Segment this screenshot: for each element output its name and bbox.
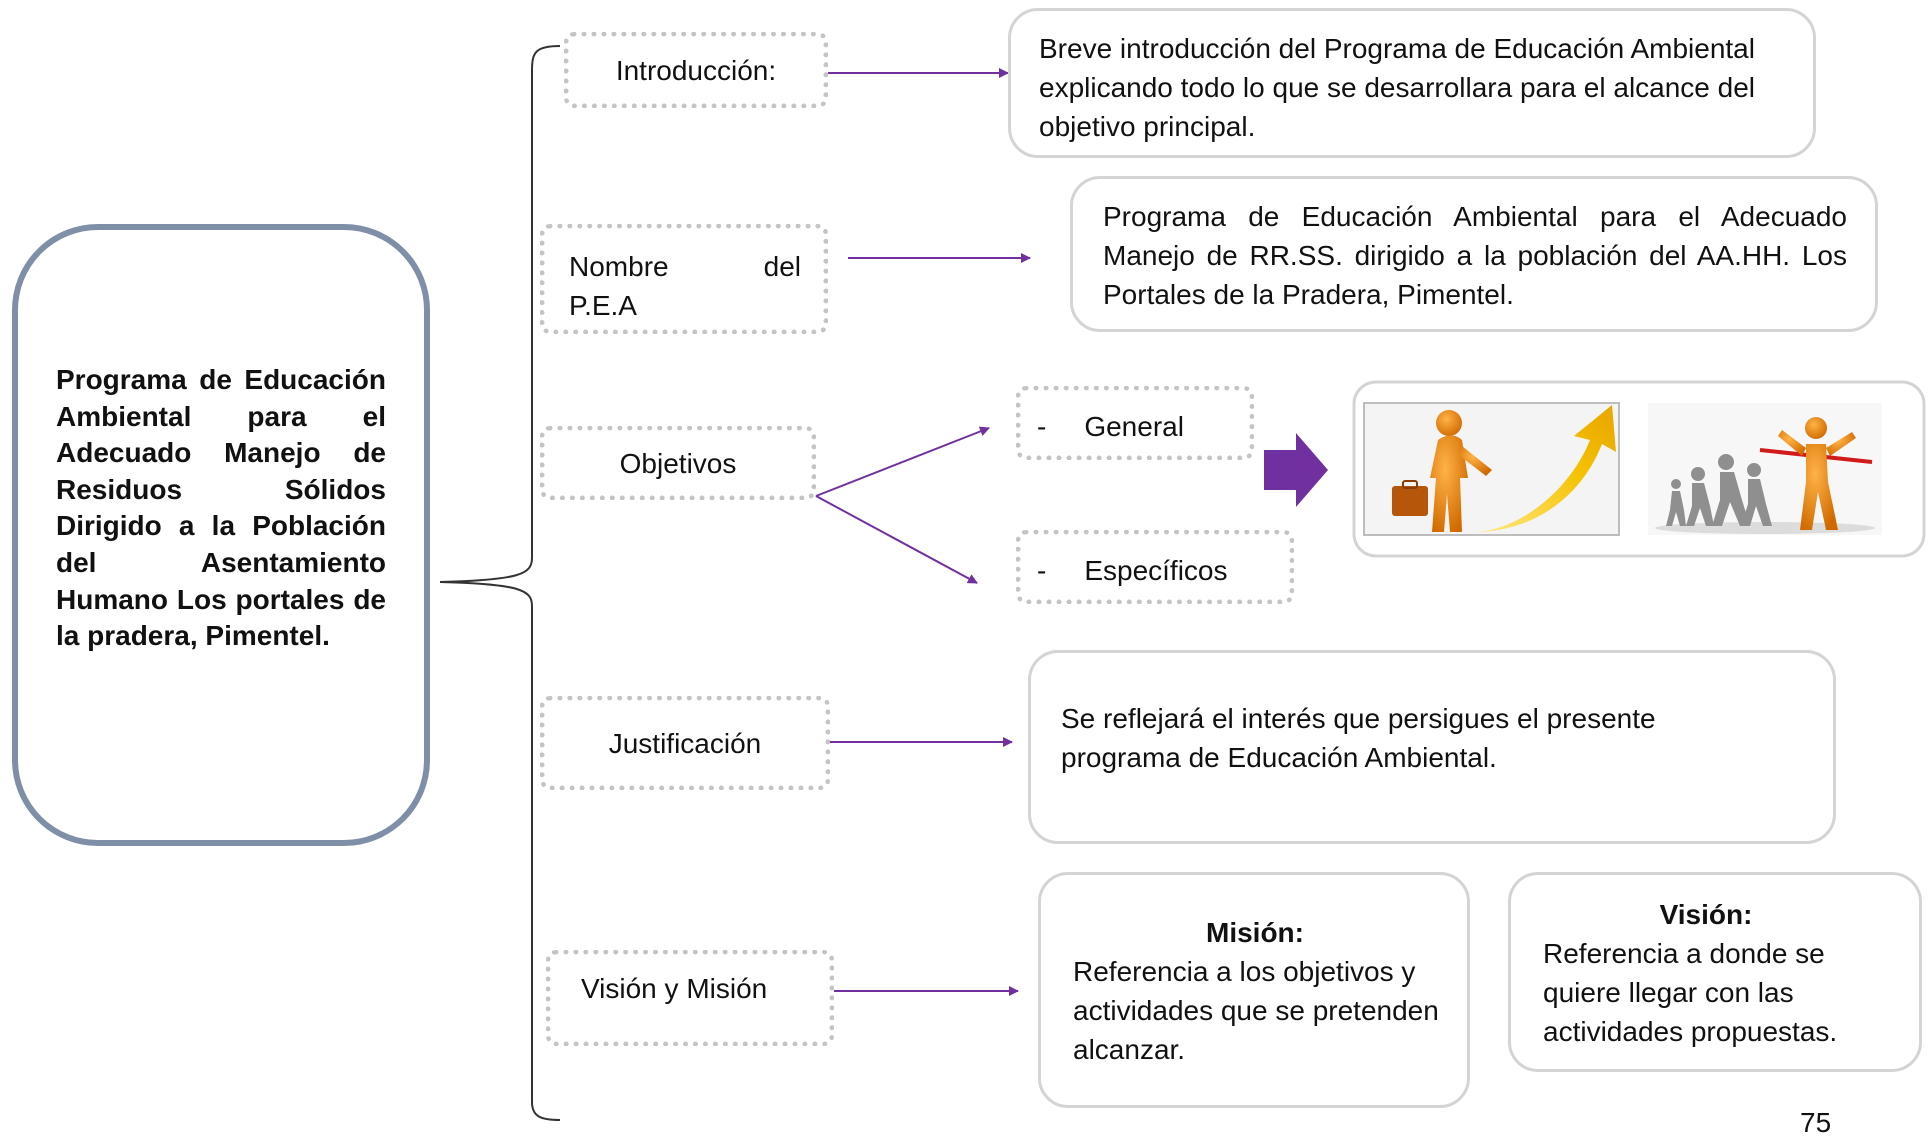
main-title: Programa de Educación Ambiental para el …	[56, 364, 386, 652]
justificacion-description-box: Se reflejará el interés que persigues el…	[1028, 650, 1836, 844]
label-del-word: del	[763, 251, 801, 282]
objetivo-especificos-box: - Específicos	[1016, 530, 1294, 604]
bullet-dash: -	[1037, 555, 1047, 586]
arrow-objetivos-especificos	[815, 495, 978, 584]
vision-box: Visión: Referencia a donde se quiere lle…	[1508, 872, 1922, 1072]
introduccion-description: Breve introducción del Programa de Educa…	[1039, 33, 1756, 142]
page-number: 75	[1800, 1107, 1832, 1138]
mision-box: Misión: Referencia a los objetivos y act…	[1038, 872, 1470, 1108]
label-nombre-word: Nombre	[569, 251, 669, 282]
nombre-description: Programa de Educación Ambiental para el …	[1103, 201, 1847, 310]
nombre-description-box: Programa de Educación Ambiental para el …	[1070, 176, 1878, 332]
block-arrow-icon	[1264, 433, 1328, 507]
mision-text: Referencia a los objetivos y actividades…	[1073, 956, 1439, 1065]
brace	[439, 45, 561, 1121]
label-objetivos-text: Objetivos	[619, 447, 737, 479]
label-introduccion: Introducción:	[564, 32, 828, 108]
bullet-dash: -	[1037, 411, 1047, 442]
label-justificacion-text: Justificación	[608, 727, 762, 759]
race-winner-icon	[1648, 403, 1882, 535]
arrow-objetivos-general	[815, 426, 990, 497]
label-pea-word: P.E.A	[569, 290, 637, 321]
justificacion-description: Se reflejará el interés que persigues el…	[1061, 703, 1656, 773]
label-justificacion: Justificación	[540, 696, 830, 790]
vision-title: Visión:	[1659, 899, 1753, 930]
main-title-box: Programa de Educación Ambiental para el …	[12, 224, 430, 846]
objetivo-general-text: General	[1084, 411, 1184, 442]
label-objetivos: Objetivos	[540, 426, 816, 500]
objetivo-especificos-text: Específicos	[1084, 555, 1228, 586]
label-vision-mision-text: Visión y Misión	[581, 973, 768, 1004]
objetivo-general-box: - General	[1016, 386, 1254, 460]
label-nombre-pea: Nombre del P.E.A	[540, 224, 828, 334]
businessman-growth-icon	[1363, 402, 1620, 536]
label-vision-mision: Visión y Misión	[546, 950, 834, 1046]
introduccion-description-box: Breve introducción del Programa de Educa…	[1008, 8, 1816, 158]
vision-text: Referencia a donde se quiere llegar con …	[1543, 938, 1838, 1047]
label-introduccion-text: Introducción:	[615, 54, 777, 86]
label-nombre-row1: Nombre del	[569, 247, 801, 286]
mision-title: Misión:	[1206, 917, 1304, 948]
